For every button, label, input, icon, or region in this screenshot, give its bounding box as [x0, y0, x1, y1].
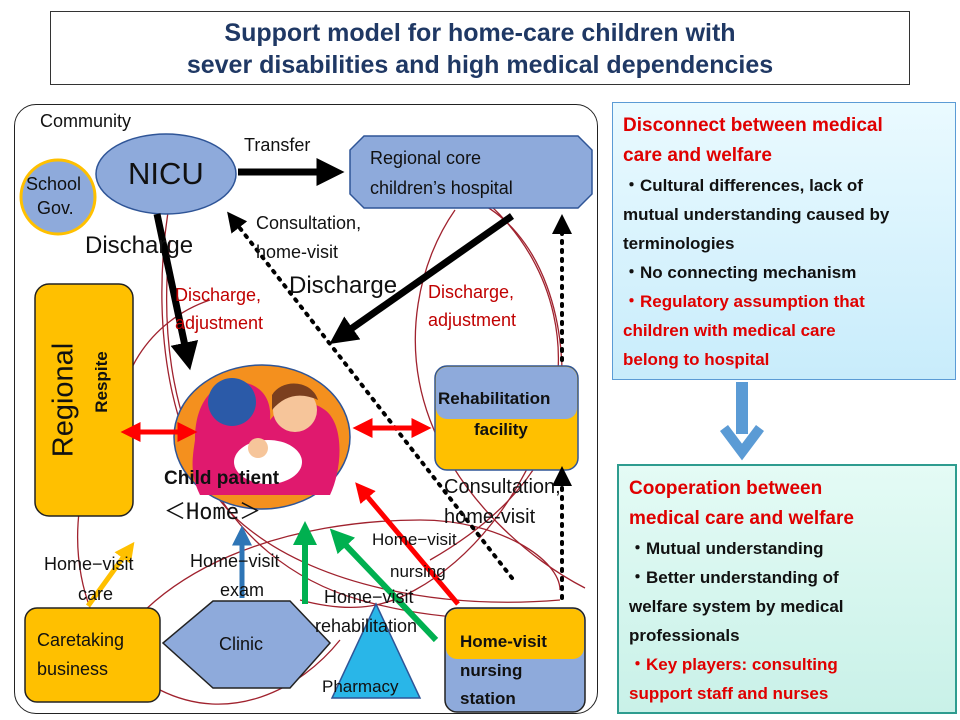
discharge-left-label: Discharge	[85, 232, 194, 259]
mother-child-figure-icon	[192, 378, 340, 495]
cooperation-bullet-2-line-2: welfare system by medical	[629, 597, 844, 616]
hv-nursing-label-2: nursing	[390, 562, 446, 581]
consult-nicu-dotted-arrow	[227, 211, 514, 580]
consult-right-label-1: Consultation,	[444, 476, 561, 498]
discharge-adj-left-label-1: Discharge,	[175, 285, 262, 305]
cooperation-bullet-2-line-3: professionals	[629, 626, 740, 645]
community-label: Community	[40, 111, 132, 131]
red-arrows	[120, 418, 460, 606]
cooperation-bullet-3-line-1: ・Key players: consulting	[629, 655, 838, 674]
disconnect-bullet-2: ・No connecting mechanism	[623, 263, 857, 282]
black-arrows	[153, 158, 515, 371]
rehab-label-1: Rehabilitation	[438, 389, 551, 408]
nicu-node	[95, 133, 237, 215]
caretaking-node	[24, 607, 161, 703]
hv-station-top	[446, 609, 584, 659]
cooperation-bullet-3-line-2: support staff and nurses	[629, 684, 829, 703]
home-label: ＜Home＞	[164, 500, 261, 525]
hv-rehab-label-1: Home−visit	[324, 587, 414, 607]
school-gov-label-2: Gov.	[37, 198, 74, 218]
hv-station-label-1: Home-visit	[460, 632, 547, 651]
regional-hospital-label-1: Regional core	[370, 148, 482, 168]
hv-nursing-arrow	[355, 482, 460, 606]
loop-line-7	[91, 519, 561, 691]
cooperation-heading-2: medical care and welfare	[629, 508, 854, 529]
disconnect-heading-1: Disconnect between medical	[623, 115, 883, 136]
consult-top-label-2: home-visit	[256, 242, 339, 262]
cooperation-bullet-1: ・Mutual understanding	[629, 539, 824, 558]
respite-label: Respite	[92, 351, 111, 413]
transfer-label: Transfer	[244, 135, 311, 155]
regional-hospital-node	[349, 135, 593, 209]
down-arrow-icon	[720, 382, 764, 461]
nicu-label: NICU	[128, 156, 204, 191]
hv-care-label-1: Home−visit	[44, 554, 134, 574]
school-gov-node	[19, 158, 97, 236]
dotted-arrows	[227, 211, 572, 600]
disconnect-heading-2: care and welfare	[623, 145, 772, 166]
title-line-1: Support model for home-care children wit…	[224, 19, 736, 47]
hv-station-label-2: nursing	[460, 661, 523, 680]
disconnect-bullet-1-line-2: mutual understanding caused by	[623, 205, 890, 224]
rehab-label-2: facility	[474, 420, 528, 439]
green-arrows	[293, 521, 439, 643]
disconnect-bullet-3-line-2: children with medical care	[623, 321, 836, 340]
pharmacy-label: Pharmacy	[322, 677, 399, 696]
clinic-node	[161, 600, 332, 689]
hv-rehab-label-2: rehabilitation	[315, 616, 418, 636]
cooperation-panel: Cooperation between medical care and wel…	[617, 464, 957, 714]
discharge-nicu-arrow	[153, 213, 199, 371]
title-box: Support model for home-care children wit…	[50, 11, 910, 85]
cooperation-bullet-2-line-1: ・Better understanding of	[629, 568, 839, 587]
child-patient-label: Child patient	[164, 468, 280, 489]
hv-exam-label-2: exam	[220, 580, 265, 600]
consult-top-label-1: Consultation,	[256, 213, 362, 233]
hv-care-arrow	[85, 541, 135, 608]
consult-right-label-2: home-visit	[444, 506, 536, 528]
hv-care-label-2: care	[78, 584, 114, 604]
regional-respite-node	[34, 283, 134, 517]
disconnect-bullet-3-line-3: belong to hospital	[623, 350, 770, 369]
discharge-hospital-arrow	[329, 213, 515, 345]
pharmacy-node	[330, 602, 422, 699]
school-gov-label-1: School	[26, 174, 82, 194]
discharge-adj-right-label-2: adjustment	[428, 310, 517, 330]
discharge-adj-right-label-1: Discharge,	[428, 282, 515, 302]
discharge-adj-left-label-2: adjustment	[175, 313, 264, 333]
regional-hospital-label-2: children’s hospital	[370, 178, 513, 198]
disconnect-bullet-3-line-1: ・Regulatory assumption that	[623, 292, 865, 311]
rehab-facility-top	[436, 367, 577, 419]
hv-exam-label-1: Home−visit	[190, 551, 280, 571]
hv-nursing-label-1: Home−visit	[372, 530, 457, 549]
title-line-2: sever disabilities and high medical depe…	[186, 51, 774, 79]
cooperation-heading-1: Cooperation between	[629, 478, 823, 499]
disconnect-panel: Disconnect between medical care and welf…	[612, 102, 956, 380]
disconnect-bullet-1-line-3: terminologies	[623, 234, 735, 253]
disconnect-bullet-1-line-1: ・Cultural differences, lack of	[623, 176, 863, 195]
hv-station-label-3: station	[460, 689, 516, 708]
caretaking-label-1: Caretaking	[37, 630, 125, 650]
caretaking-label-2: business	[37, 659, 109, 679]
clinic-label: Clinic	[219, 634, 264, 654]
regional-label: Regional	[47, 342, 80, 458]
pharmacy-arrow	[329, 528, 439, 643]
discharge-center-label: Discharge	[289, 272, 398, 299]
